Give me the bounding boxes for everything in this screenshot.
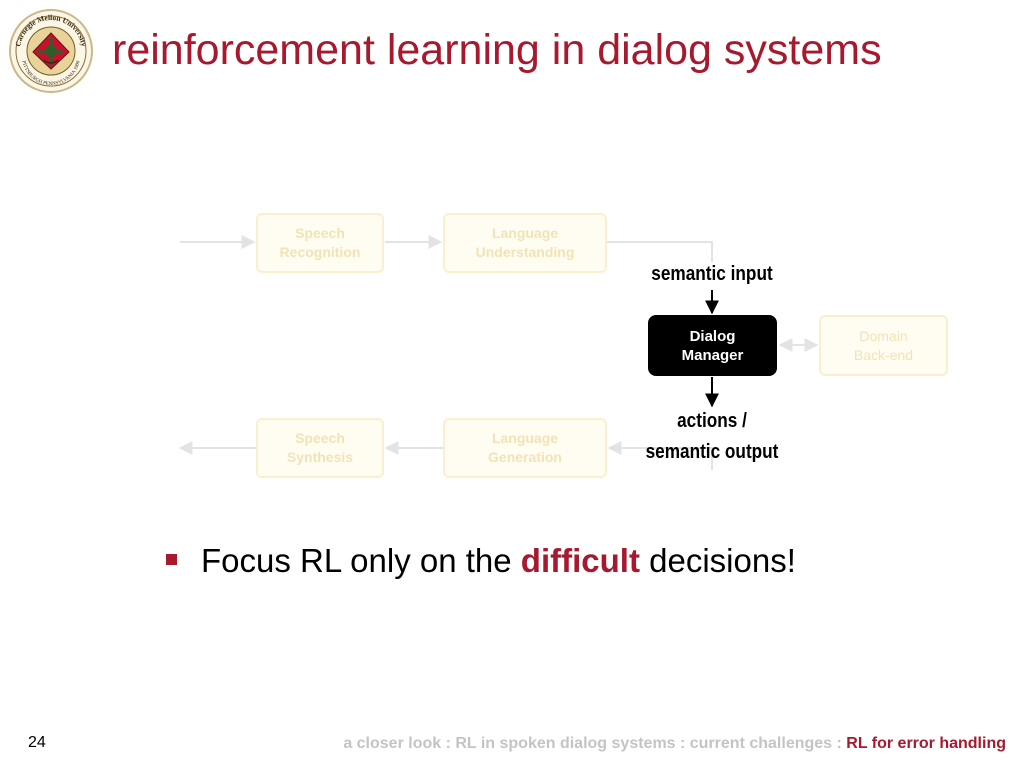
dm-to-lg-connector — [607, 441, 713, 470]
page-number: 24 — [28, 734, 46, 751]
footer-current-section: RL for error handling — [846, 735, 1006, 752]
bullet-square-icon — [166, 554, 177, 565]
bullet-text-suffix: decisions! — [639, 542, 796, 579]
university-seal-logo: Carnegie Mellon University PITTSBURGH PE… — [9, 9, 93, 93]
footer-breadcrumb: a closer look : RL in spoken dialog syst… — [343, 735, 1006, 753]
footer-breadcrumb-path: a closer look : RL in spoken dialog syst… — [343, 735, 847, 752]
speech-recognition-box: Speech Recognition — [256, 213, 384, 273]
bullet-point: Focus RL only on the difficult decisions… — [166, 542, 796, 580]
bullet-emphasis: difficult — [520, 542, 640, 579]
bullet-text-prefix: Focus RL only on the — [201, 542, 521, 579]
slide-title: reinforcement learning in dialog systems — [112, 26, 882, 74]
dialog-manager-box: Dialog Manager — [648, 315, 777, 376]
actions-label: actions / — [677, 410, 747, 432]
speech-synthesis-box: Speech Synthesis — [256, 418, 384, 478]
language-understanding-box: Language Understanding — [443, 213, 607, 273]
language-generation-box: Language Generation — [443, 418, 607, 478]
lu-to-dm-connector — [607, 241, 713, 262]
semantic-input-label: semantic input — [651, 263, 773, 285]
domain-backend-box: Domain Back-end — [819, 315, 948, 376]
semantic-output-label: semantic output — [645, 441, 779, 463]
